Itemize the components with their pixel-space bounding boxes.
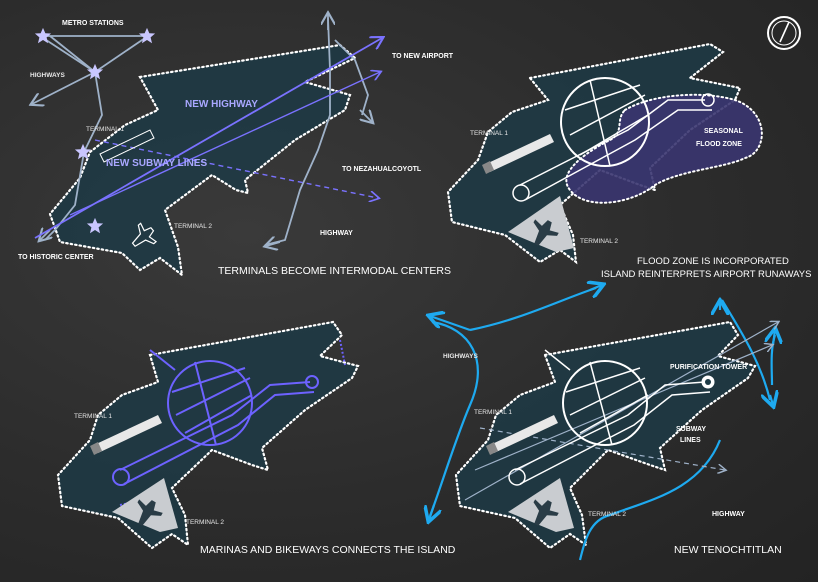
label-highways: HIGHWAYS	[30, 72, 65, 79]
island-shape	[454, 320, 757, 550]
label-terminal-1: TERMINAL 1	[474, 409, 512, 416]
caption-panel-2-line-2: ISLAND REINTERPRETS AIRPORT RUNAWAYS	[601, 269, 811, 280]
label-seasonal: SEASONAL	[704, 128, 744, 135]
label-terminal-1: TERMINAL 1	[86, 126, 124, 133]
panel-marinas-bikeways: TERMINAL 1 TERMINAL 2 MARINAS AND BIKEWA…	[56, 320, 456, 556]
label-to-historic-center: TO HISTORIC CENTER	[18, 254, 94, 261]
panel-new-tenochtitlan: HIGHWAYS PURIFICATION TOWER TERMINAL 1 S…	[429, 285, 782, 561]
label-metro-stations: METRO STATIONS	[62, 20, 124, 27]
label-new-highway: NEW HIGHWAY	[185, 99, 258, 110]
label-subway: SUBWAY	[676, 426, 706, 433]
label-to-nezahualcoyotl: TO NEZAHUALCOYOTL	[342, 166, 422, 173]
new-subway-line	[94, 139, 378, 198]
label-terminal-2: TERMINAL 2	[186, 519, 224, 526]
caption-panel-2-line-1: FLOOD ZONE IS INCORPORATED	[637, 256, 789, 267]
bikeway-network	[119, 339, 346, 506]
label-highway: HIGHWAY	[320, 230, 353, 237]
island-shape	[48, 43, 357, 278]
subway-line	[464, 322, 778, 501]
label-highways: HIGHWAYS	[443, 353, 478, 360]
panel-flood-zone: TERMINAL 1 TERMINAL 2 SEASONAL FLOOD ZON…	[446, 42, 811, 280]
label-highway: HIGHWAY	[712, 511, 745, 518]
label-new-subway-lines: NEW SUBWAY LINES	[106, 158, 207, 169]
label-terminal-2: TERMINAL 2	[174, 223, 212, 230]
panel-terminals-intermodal: METRO STATIONS HIGHWAYS TO NEW AIRPORT N…	[18, 14, 454, 278]
label-purification-tower: PURIFICATION TOWER	[670, 364, 747, 371]
seasonal-flood-zone	[565, 93, 763, 204]
island-shape	[56, 320, 360, 550]
label-terminal-2: TERMINAL 2	[580, 238, 618, 245]
compass-icon	[767, 16, 801, 50]
label-terminal-2: TERMINAL 2	[588, 511, 626, 518]
caption-panel-1: TERMINALS BECOME INTERMODAL CENTERS	[218, 265, 451, 277]
label-flood-zone: FLOOD ZONE	[696, 141, 742, 148]
caption-panel-4: NEW TENOCHTITLAN	[674, 544, 782, 556]
label-to-new-airport: TO NEW AIRPORT	[392, 53, 454, 60]
caption-panel-3: MARINAS AND BIKEWAYS CONNECTS THE ISLAND	[200, 544, 456, 556]
label-terminal-1: TERMINAL 1	[470, 130, 508, 137]
label-lines: LINES	[680, 437, 701, 444]
label-terminal-1: TERMINAL 1	[74, 413, 112, 420]
